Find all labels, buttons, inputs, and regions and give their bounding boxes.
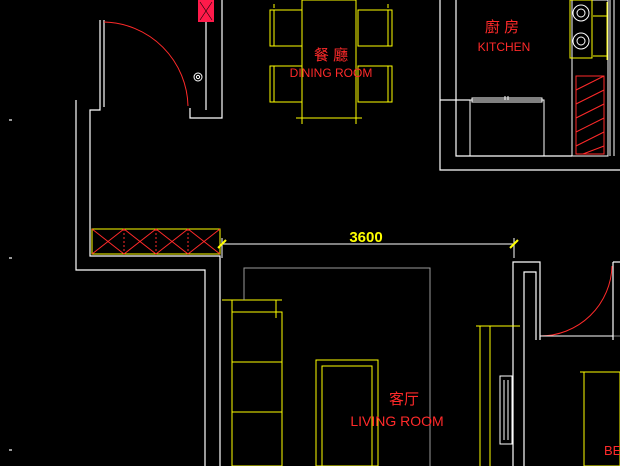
dining-chair	[273, 9, 303, 47]
shoe-cabinet	[91, 228, 221, 255]
dining-label-zh: 餐 廳	[314, 46, 348, 64]
entry-wall-right	[189, 0, 223, 119]
sofa	[476, 325, 620, 466]
entry-wall-left	[89, 20, 101, 118]
kitchen-fixtures	[469, 0, 615, 157]
cooktop-burners	[569, 0, 608, 60]
bedroom-door-arc	[539, 265, 613, 337]
bedroom-label-partial: BE	[604, 443, 620, 458]
doors	[103, 21, 620, 337]
kitchen-label-zh: 廚 房	[485, 18, 519, 36]
dimension-text-3600: 3600	[349, 229, 382, 246]
dining-table-set	[269, 0, 393, 124]
coffee-table	[315, 359, 379, 466]
kitchen-label-en: KITCHEN	[478, 40, 531, 54]
outlet-icon	[193, 72, 203, 82]
living-wall-right	[512, 261, 541, 466]
red-column	[198, 0, 214, 22]
dining-chair	[357, 9, 389, 47]
living-wall-right-inner	[523, 271, 537, 466]
living-label-zh: 客厅	[389, 391, 419, 408]
corridor-wall-inner	[89, 118, 221, 466]
kitchen-wall-left	[439, 0, 620, 171]
entry-door-arc	[103, 21, 189, 107]
dining-label-en: DINING ROOM	[290, 66, 373, 80]
dimension-line-living-width	[217, 238, 519, 258]
living-label-en: LIVING ROOM	[350, 413, 443, 429]
tv-cabinet	[222, 299, 283, 466]
living-room-outline	[243, 267, 431, 466]
kitchen-counter-right	[571, 0, 609, 157]
kitchen-counter	[469, 99, 545, 157]
corridor-wall-outer	[75, 100, 206, 466]
